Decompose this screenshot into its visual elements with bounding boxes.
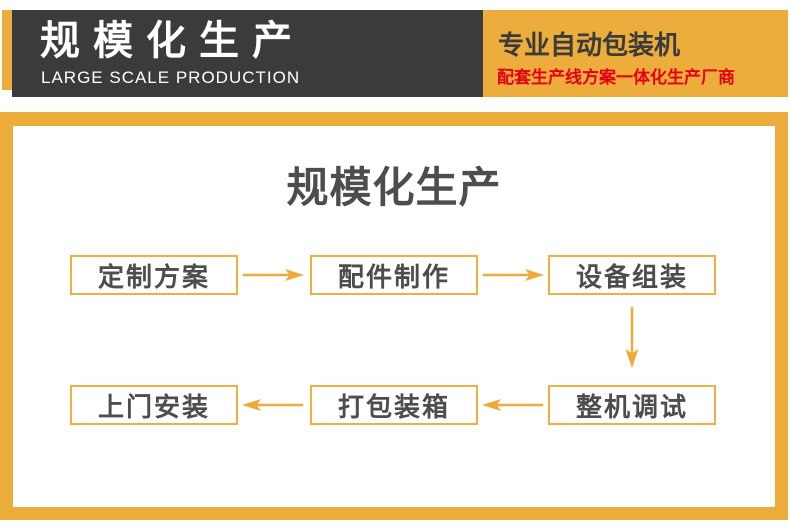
tagline-subtitle: 配套生产线方案一体化生产厂商 — [497, 68, 735, 87]
step-box-equipment-assembly: 设备组装 — [548, 255, 716, 295]
step-box-machine-debugging: 整机调试 — [548, 385, 716, 425]
arrow-right-icon — [243, 269, 304, 281]
tagline-title: 专业自动包装机 — [498, 30, 681, 60]
arrow-right-icon — [483, 269, 544, 281]
header-brand-block: 规模化生产 LARGE SCALE PRODUCTION — [12, 10, 483, 97]
diagram-panel: 规模化生产 定制方案 配件制作 设备组装 上门安装 打包装箱 整机调试 — [13, 126, 775, 507]
brand-subtitle: LARGE SCALE PRODUCTION — [41, 68, 301, 87]
body-frame: 规模化生产 定制方案 配件制作 设备组装 上门安装 打包装箱 整机调试 — [0, 112, 788, 520]
step-box-custom-plan: 定制方案 — [70, 255, 238, 295]
accent-bar — [2, 10, 12, 90]
step-box-packing: 打包装箱 — [310, 385, 478, 425]
header-tagline-block: 专业自动包装机 配套生产线方案一体化生产厂商 — [483, 10, 788, 97]
diagram-title: 规模化生产 — [286, 164, 502, 211]
step-box-parts-making: 配件制作 — [310, 255, 478, 295]
arrow-left-icon — [242, 399, 303, 411]
arrow-down-icon — [625, 307, 639, 368]
arrow-left-icon — [482, 399, 543, 411]
brand-title: 规模化生产 — [40, 19, 305, 63]
step-box-onsite-installation: 上门安装 — [70, 385, 238, 425]
